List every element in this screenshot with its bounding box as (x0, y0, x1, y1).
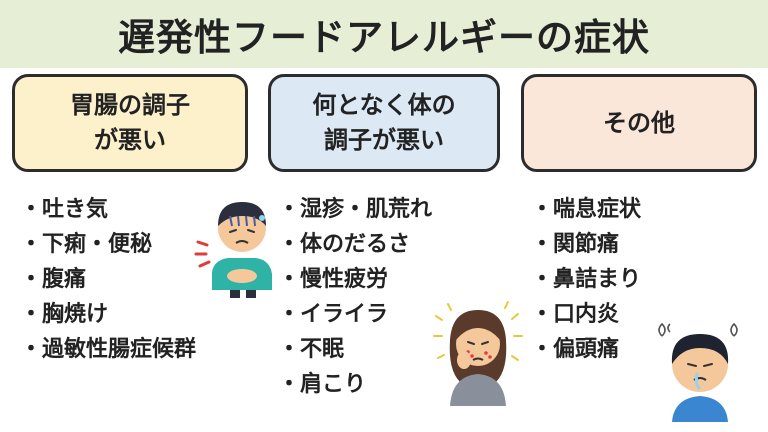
symptom-item: 腹痛 (20, 262, 196, 297)
symptom-item: 口内炎 (531, 297, 641, 332)
symptom-item: イライラ (278, 297, 432, 332)
page-title: 遅発性フードアレルギーの症状 (118, 16, 650, 59)
symptom-list-other: 喘息症状 関節痛 鼻詰まり 口内炎 偏頭痛 (531, 192, 641, 367)
title-band (0, 0, 768, 68)
symptom-item: 不眠 (278, 332, 432, 367)
symptom-item: 偏頭痛 (531, 332, 641, 367)
symptom-item: 慢性疲労 (278, 262, 432, 297)
stomachache-boy-illustration (194, 202, 272, 298)
symptom-item: 体のだるさ (278, 227, 432, 262)
category-header-line: 調子が悪い (324, 126, 444, 154)
itchy-woman-illustration (433, 301, 523, 406)
symptom-item: 吐き気 (20, 192, 196, 227)
symptom-item: 過敏性腸症候群 (20, 332, 196, 367)
symptom-item: 鼻詰まり (531, 262, 641, 297)
category-header-line: が悪い (94, 126, 166, 154)
symptom-item: 喘息症状 (531, 192, 641, 227)
category-box-general: 何となく体の 調子が悪い (268, 74, 500, 172)
symptom-item: 胸焼け (20, 297, 196, 332)
category-box-other: その他 (521, 74, 757, 172)
symptom-item: 下痢・便秘 (20, 227, 196, 262)
category-header-line: 胃腸の調子 (70, 91, 190, 120)
symptom-list-general: 湿疹・肌荒れ 体のだるさ 慢性疲労 イライラ 不眠 肩こり (278, 192, 432, 402)
category-box-digestive: 胃腸の調子 が悪い (12, 74, 248, 172)
symptom-item: 関節痛 (531, 227, 641, 262)
category-header-line: 何となく体の (312, 91, 456, 120)
symptom-list-digestive: 吐き気 下痢・便秘 腹痛 胸焼け 過敏性腸症候群 (20, 192, 196, 367)
sick-man-illustration (658, 322, 738, 422)
symptom-item: 湿疹・肌荒れ (278, 192, 432, 227)
symptom-item: 肩こり (278, 367, 432, 402)
category-header-line: その他 (603, 108, 675, 137)
